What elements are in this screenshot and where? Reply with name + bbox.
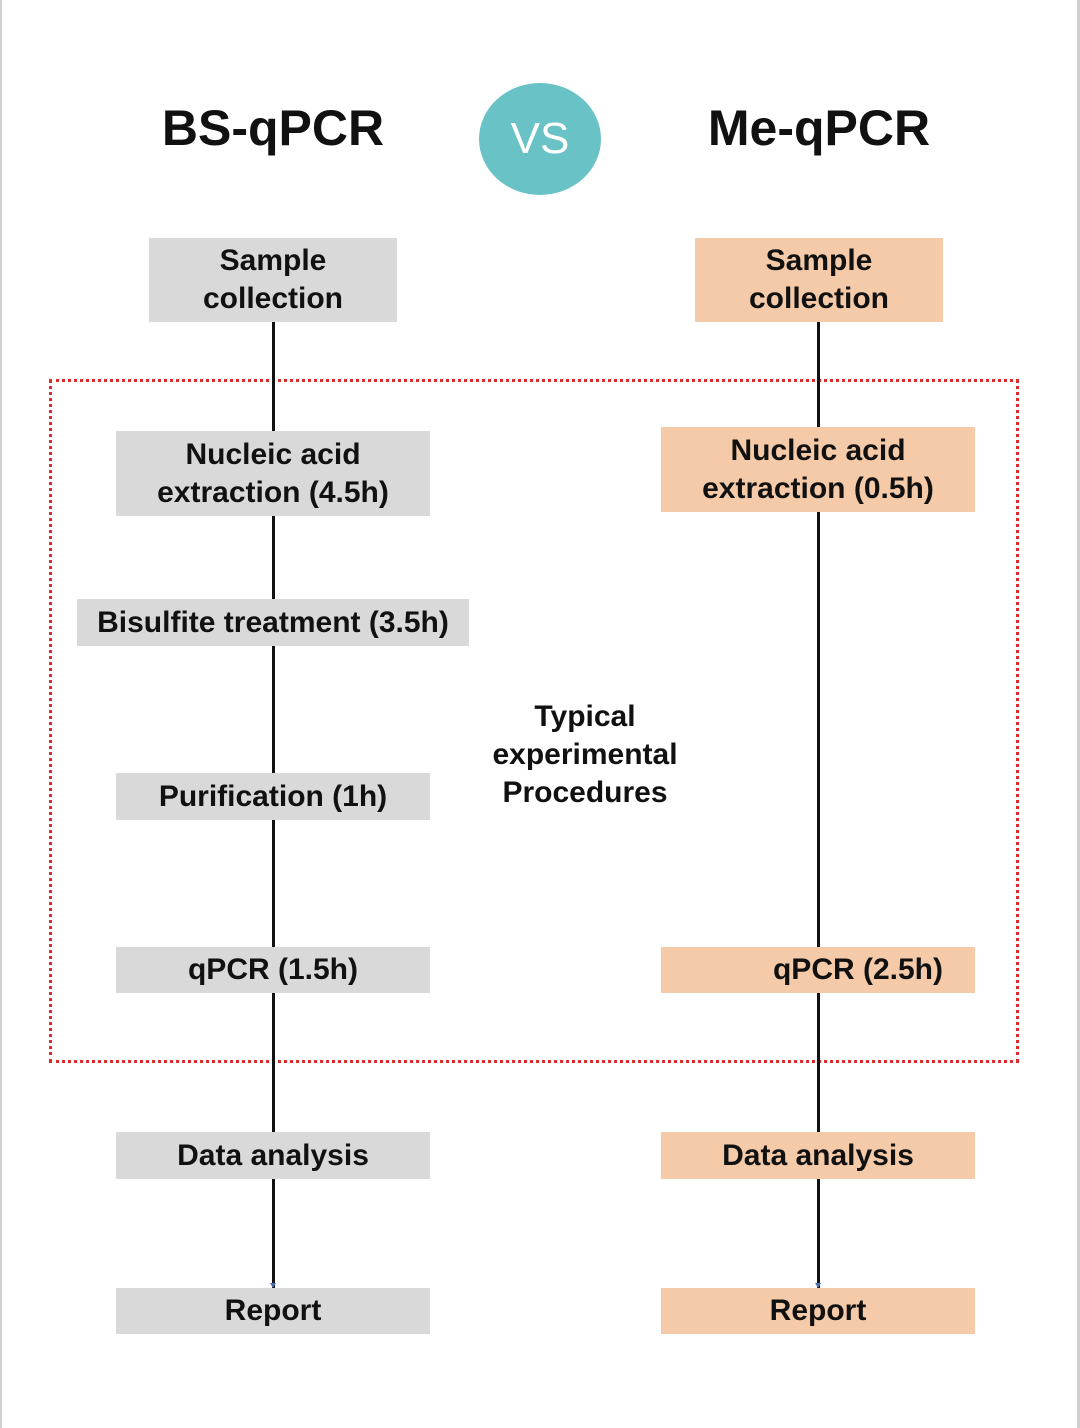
- bs-step-nucleic-acid-extraction: Nucleic acid extraction (4.5h): [116, 431, 430, 516]
- frame-left-edge: [0, 0, 2, 1428]
- bs-arrow-tip: [270, 1283, 276, 1288]
- bs-connector: [272, 646, 275, 773]
- typical-procedures-region: [49, 379, 1019, 1063]
- me-connector: [817, 1179, 820, 1288]
- me-step-data-analysis: Data analysis: [661, 1132, 975, 1179]
- me-step-sample-collection: Sample collection: [695, 238, 943, 322]
- bs-step-bisulfite-treatment: Bisulfite treatment (3.5h): [77, 599, 469, 646]
- frame-right-edge: [1077, 0, 1080, 1428]
- bs-step-data-analysis: Data analysis: [116, 1132, 430, 1179]
- me-step-nucleic-acid-extraction: Nucleic acid extraction (0.5h): [661, 427, 975, 512]
- bs-step-purification: Purification (1h): [116, 773, 430, 820]
- me-connector: [817, 993, 820, 1132]
- me-step-report: Report: [661, 1288, 975, 1334]
- me-connector: [817, 322, 820, 427]
- bs-connector: [272, 993, 275, 1132]
- bs-step-sample-collection: Sample collection: [149, 238, 397, 322]
- bs-connector: [272, 516, 275, 599]
- bs-connector: [272, 820, 275, 947]
- me-connector: [817, 512, 820, 947]
- bs-connector: [272, 322, 275, 431]
- typical-procedures-label: Typical experimental Procedures: [492, 700, 678, 809]
- bs-qpcr-title: BS-qPCR: [161, 100, 385, 156]
- bs-step-qpcr: qPCR (1.5h): [116, 947, 430, 993]
- me-qpcr-title: Me-qPCR: [707, 100, 931, 156]
- vs-badge: VS: [479, 83, 601, 195]
- me-step-qpcr: qPCR (2.5h): [661, 947, 975, 993]
- bs-step-report: Report: [116, 1288, 430, 1334]
- me-arrow-tip: [815, 1283, 821, 1288]
- bs-connector: [272, 1179, 275, 1288]
